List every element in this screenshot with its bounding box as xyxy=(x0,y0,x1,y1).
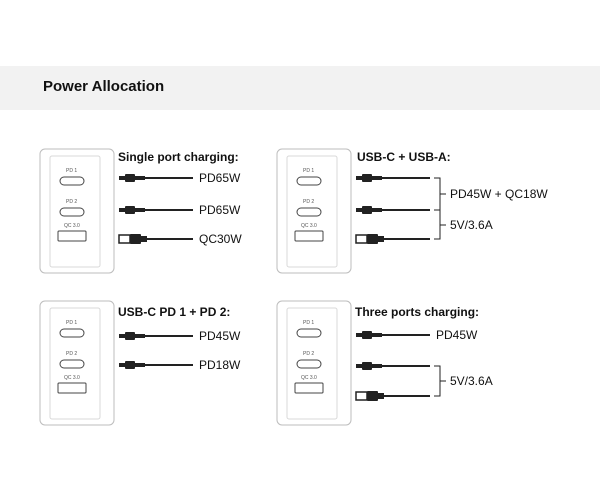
port-label-pd1: PD 1 xyxy=(303,320,314,326)
usb-c-port-1 xyxy=(296,176,322,186)
power-label: PD18W xyxy=(199,358,241,372)
port-label-pd1: PD 1 xyxy=(66,168,77,174)
usb-c-port-2 xyxy=(296,359,322,369)
panel-single-port: PD 1 PD 2 QC 3.0 Single port charging: P… xyxy=(37,145,317,285)
power-label: 5V/3.6A xyxy=(450,218,493,232)
usb-c-port-1 xyxy=(59,176,85,186)
bracket-pd2-usba xyxy=(434,209,441,239)
usb-a-port xyxy=(294,382,324,394)
panel-heading: USB-C + USB-A: xyxy=(357,150,451,164)
usb-c-port-1 xyxy=(296,328,322,338)
charger: PD 1 PD 2 QC 3.0 xyxy=(276,300,352,426)
bracket-usbc-usba xyxy=(434,177,441,240)
usb-c-port-2 xyxy=(296,207,322,217)
power-label: PD65W xyxy=(199,203,241,217)
charger: PD 1 PD 2 QC 3.0 xyxy=(39,300,115,426)
page-title: Power Allocation xyxy=(43,78,165,95)
port-label-pd2: PD 2 xyxy=(66,351,77,357)
usb-a-port xyxy=(57,382,87,394)
usb-c-cable xyxy=(356,362,430,370)
port-label-qc: QC 3.0 xyxy=(64,375,80,381)
usb-a-port xyxy=(294,230,324,242)
panel-diagram: PD 1 PD 2 QC 3.0 xyxy=(39,148,193,274)
panel-heading: USB-C PD 1 + PD 2: xyxy=(118,305,231,319)
usb-a-port xyxy=(57,230,87,242)
usb-c-cable xyxy=(119,361,193,369)
port-label-qc: QC 3.0 xyxy=(301,375,317,381)
usb-c-cable xyxy=(119,206,193,214)
port-label-qc: QC 3.0 xyxy=(301,223,317,229)
power-label: QC30W xyxy=(199,232,242,246)
port-label-pd2: PD 2 xyxy=(303,351,314,357)
power-label: PD45W xyxy=(436,328,478,342)
usb-c-cable xyxy=(119,174,193,182)
charger: PD 1 PD 2 QC 3.0 xyxy=(39,148,115,274)
usb-a-cable xyxy=(118,234,193,244)
usb-c-cable xyxy=(356,174,430,182)
panel-three-ports: PD 1 PD 2 QC 3.0 Three ports char xyxy=(274,297,554,437)
usb-c-cable xyxy=(119,332,193,340)
usb-c-port-1 xyxy=(59,328,85,338)
panel-heading: Single port charging: xyxy=(118,150,239,164)
panel-diagram: PD 1 PD 2 QC 3.0 xyxy=(276,148,446,274)
panel-pd1-pd2: PD 1 PD 2 QC 3.0 USB-C PD 1 + PD 2: PD45… xyxy=(37,297,317,437)
port-label-pd2: PD 2 xyxy=(66,199,77,205)
bracket-pd2-usba xyxy=(434,365,441,397)
port-label-pd1: PD 1 xyxy=(66,320,77,326)
port-label-qc: QC 3.0 xyxy=(64,223,80,229)
usb-c-port-2 xyxy=(59,359,85,369)
power-label: PD45W + QC18W xyxy=(450,187,548,201)
page-header: Power Allocation xyxy=(0,66,600,110)
panel-usbc-usba: PD 1 PD 2 QC 3.0 USB-C xyxy=(274,145,554,285)
usb-a-cable xyxy=(355,234,430,244)
port-label-pd2: PD 2 xyxy=(303,199,314,205)
usb-c-port-2 xyxy=(59,207,85,217)
usb-c-cable xyxy=(356,331,430,339)
usb-a-cable xyxy=(355,391,430,401)
power-label: PD45W xyxy=(199,329,241,343)
port-label-pd1: PD 1 xyxy=(303,168,314,174)
charger: PD 1 PD 2 QC 3.0 xyxy=(276,148,352,274)
panel-heading: Three ports charging: xyxy=(355,305,480,319)
usb-c-cable xyxy=(356,206,430,214)
power-label: PD65W xyxy=(199,171,241,185)
power-label: 5V/3.6A xyxy=(450,374,493,388)
panel-diagram: PD 1 PD 2 QC 3.0 xyxy=(276,300,446,426)
panel-diagram: PD 1 PD 2 QC 3.0 xyxy=(39,300,193,426)
